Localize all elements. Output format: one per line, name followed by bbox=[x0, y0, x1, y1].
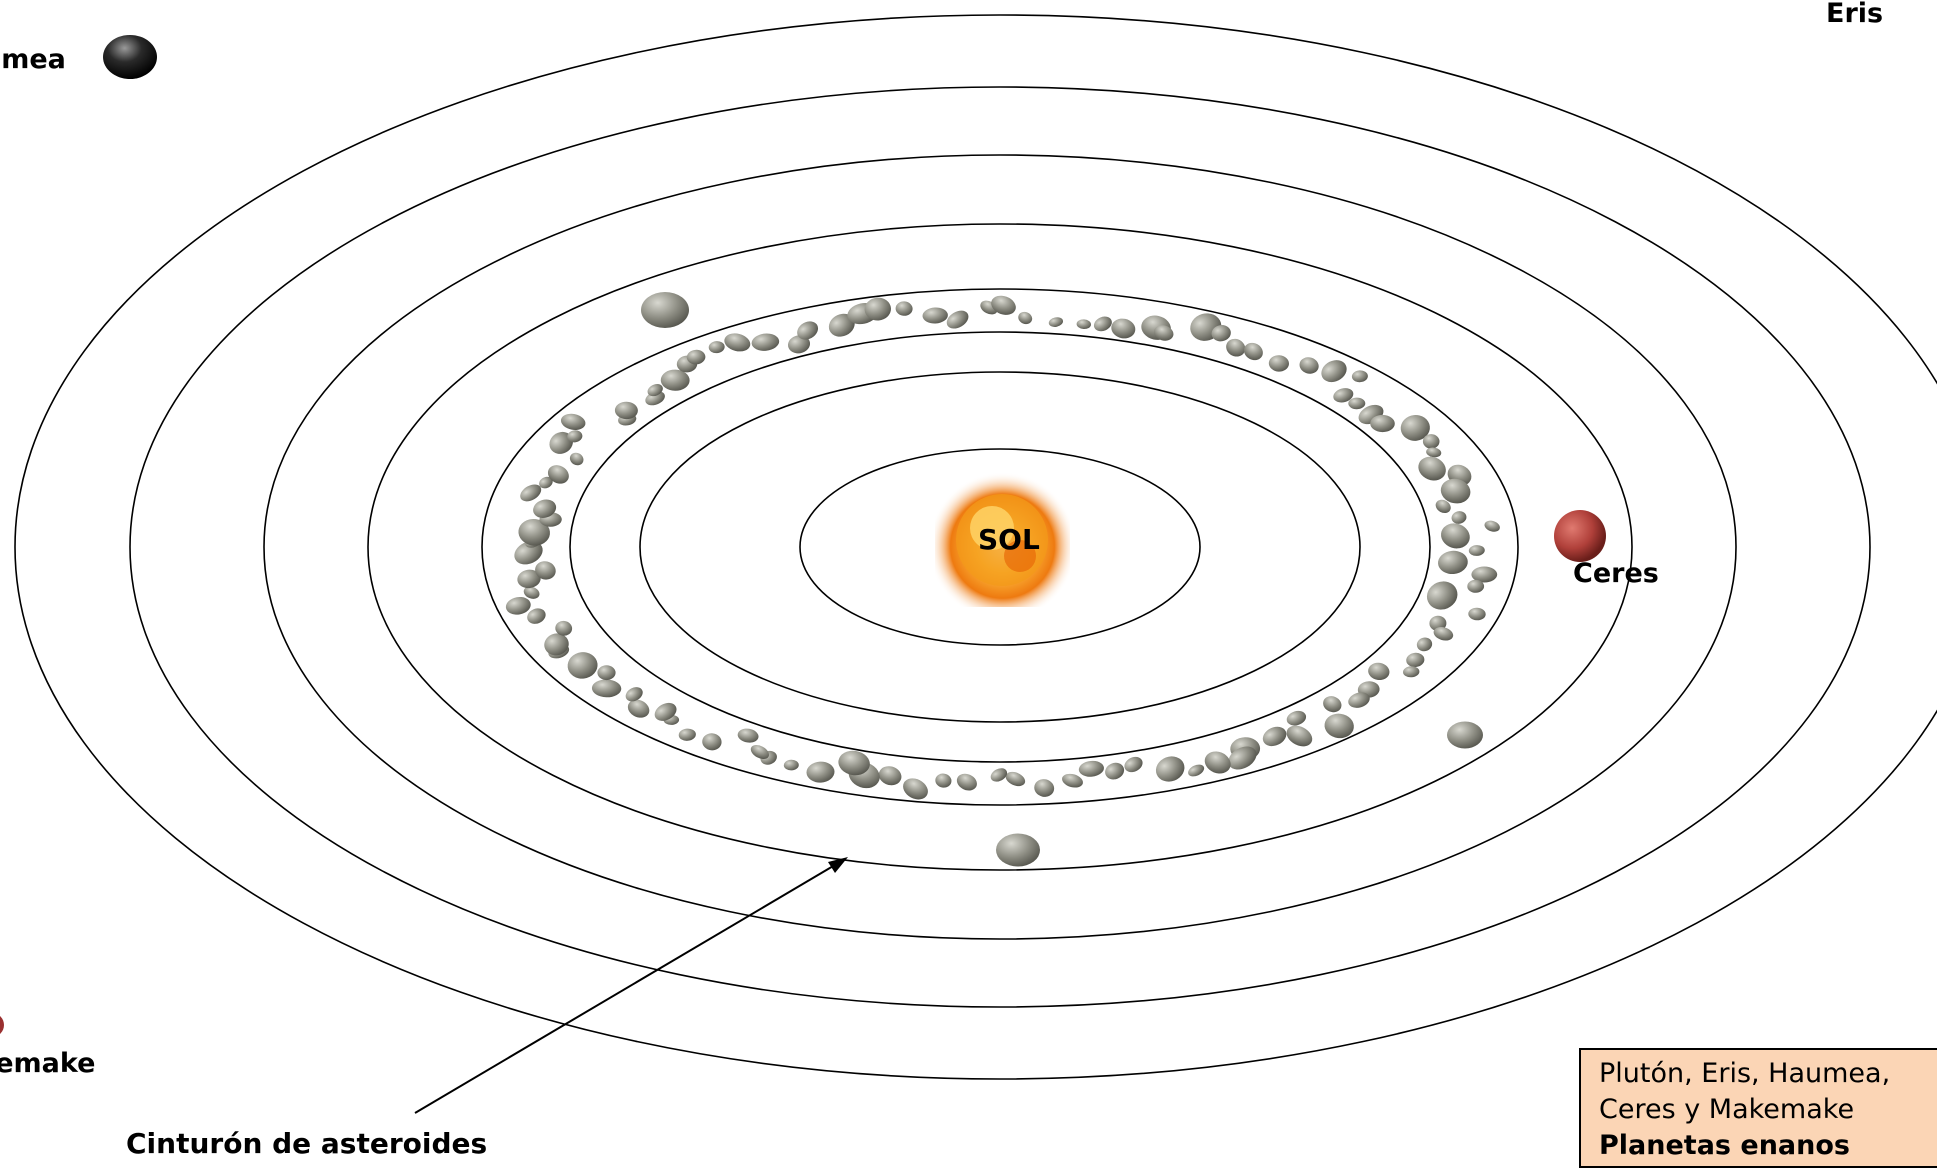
asteroid-rock bbox=[1032, 777, 1055, 799]
asteroid-rock bbox=[1348, 397, 1365, 409]
makemake-label: kemake bbox=[0, 1050, 95, 1077]
note-line-1: Plutón, Eris, Haumea, bbox=[1599, 1056, 1921, 1092]
asteroid-rock bbox=[1076, 319, 1091, 330]
asteroid-rock bbox=[806, 761, 835, 783]
asteroid-rock bbox=[1122, 754, 1145, 775]
asteroid-rock bbox=[1260, 723, 1290, 750]
asteroid-rock bbox=[954, 771, 979, 794]
asteroid-rock bbox=[708, 340, 725, 353]
asteroid-rock bbox=[1318, 356, 1351, 386]
asteroid-rock bbox=[1367, 661, 1391, 681]
asteroid-rock bbox=[1283, 722, 1316, 751]
asteroid-rock bbox=[876, 763, 903, 788]
belt-arrow bbox=[415, 857, 848, 1113]
asteroid-rock bbox=[944, 307, 972, 332]
asteroid-rock bbox=[1321, 693, 1344, 715]
asteroid-rock bbox=[1447, 722, 1483, 749]
asteroid-rock bbox=[934, 772, 952, 789]
asteroid-rock bbox=[737, 727, 760, 744]
asteroid-rock bbox=[1406, 652, 1426, 668]
asteroid-rock bbox=[1103, 760, 1127, 782]
asteroid-rock bbox=[1468, 607, 1486, 620]
note-line-2: Ceres y Makemake bbox=[1599, 1092, 1921, 1128]
asteroid-rock bbox=[1060, 772, 1084, 790]
asteroid-rock bbox=[1323, 712, 1356, 740]
asteroid-rock bbox=[1241, 339, 1266, 363]
asteroid-rock bbox=[922, 307, 948, 324]
asteroid-rock bbox=[784, 760, 799, 771]
asteroid-rock bbox=[1004, 769, 1028, 789]
asteroid-rock bbox=[1268, 355, 1289, 373]
asteroid-rock bbox=[661, 369, 690, 391]
asteroid-rock bbox=[641, 292, 689, 328]
asteroid-rock bbox=[1415, 636, 1434, 653]
eris-label: Eris bbox=[1826, 0, 1883, 27]
asteroid-rock bbox=[566, 650, 599, 680]
asteroid-rock bbox=[1469, 545, 1486, 557]
asteroid-rock bbox=[568, 450, 586, 467]
asteroid-rock bbox=[1438, 520, 1473, 552]
ceres-planet bbox=[1554, 510, 1606, 562]
asteroid-rock bbox=[1483, 519, 1501, 534]
asteroid-rock bbox=[560, 412, 587, 432]
note-line-3: Planetas enanos bbox=[1599, 1128, 1921, 1164]
asteroid-rock bbox=[899, 774, 931, 803]
asteroid-rock bbox=[988, 766, 1009, 785]
asteroid-rock bbox=[1078, 760, 1105, 778]
dwarf-planets-note: Plutón, Eris, Haumea, Ceres y Makemake P… bbox=[1579, 1048, 1937, 1168]
asteroid-rock bbox=[1201, 748, 1234, 778]
asteroid-rock bbox=[1415, 453, 1450, 485]
asteroid-rock bbox=[592, 679, 622, 698]
asteroid-rock bbox=[1186, 762, 1206, 779]
asteroid-rock bbox=[1426, 447, 1442, 459]
asteroid-belt-label: Cinturón de asteroides bbox=[126, 1130, 487, 1158]
asteroid-rock bbox=[996, 834, 1040, 867]
asteroid-rock bbox=[1092, 314, 1115, 334]
asteroid-rock bbox=[1298, 355, 1321, 376]
asteroid-rock bbox=[1109, 316, 1137, 340]
sun-label: SOL bbox=[978, 526, 1040, 554]
asteroid-rock bbox=[597, 665, 615, 680]
asteroid-rock bbox=[1437, 550, 1469, 576]
asteroid-rock bbox=[1152, 752, 1188, 785]
makemake-planet bbox=[0, 1013, 4, 1037]
asteroid-rock bbox=[1403, 666, 1420, 678]
haumea-planet bbox=[103, 35, 157, 79]
asteroid-rock bbox=[1450, 510, 1467, 526]
haumea-label: umea bbox=[0, 46, 66, 73]
asteroid-rock bbox=[678, 728, 696, 742]
asteroid-rock bbox=[701, 732, 722, 751]
asteroid-rock bbox=[1352, 370, 1369, 383]
asteroid-rock bbox=[751, 332, 780, 352]
asteroid-rock bbox=[504, 595, 532, 616]
asteroid-rock bbox=[1285, 709, 1308, 728]
asteroid-rock bbox=[1048, 316, 1064, 328]
asteroid-rock bbox=[1423, 577, 1462, 615]
asteroid-rock bbox=[722, 331, 752, 354]
asteroid-rock bbox=[895, 301, 913, 317]
asteroid-rock bbox=[1016, 310, 1034, 326]
ceres-label: Ceres bbox=[1573, 560, 1659, 587]
